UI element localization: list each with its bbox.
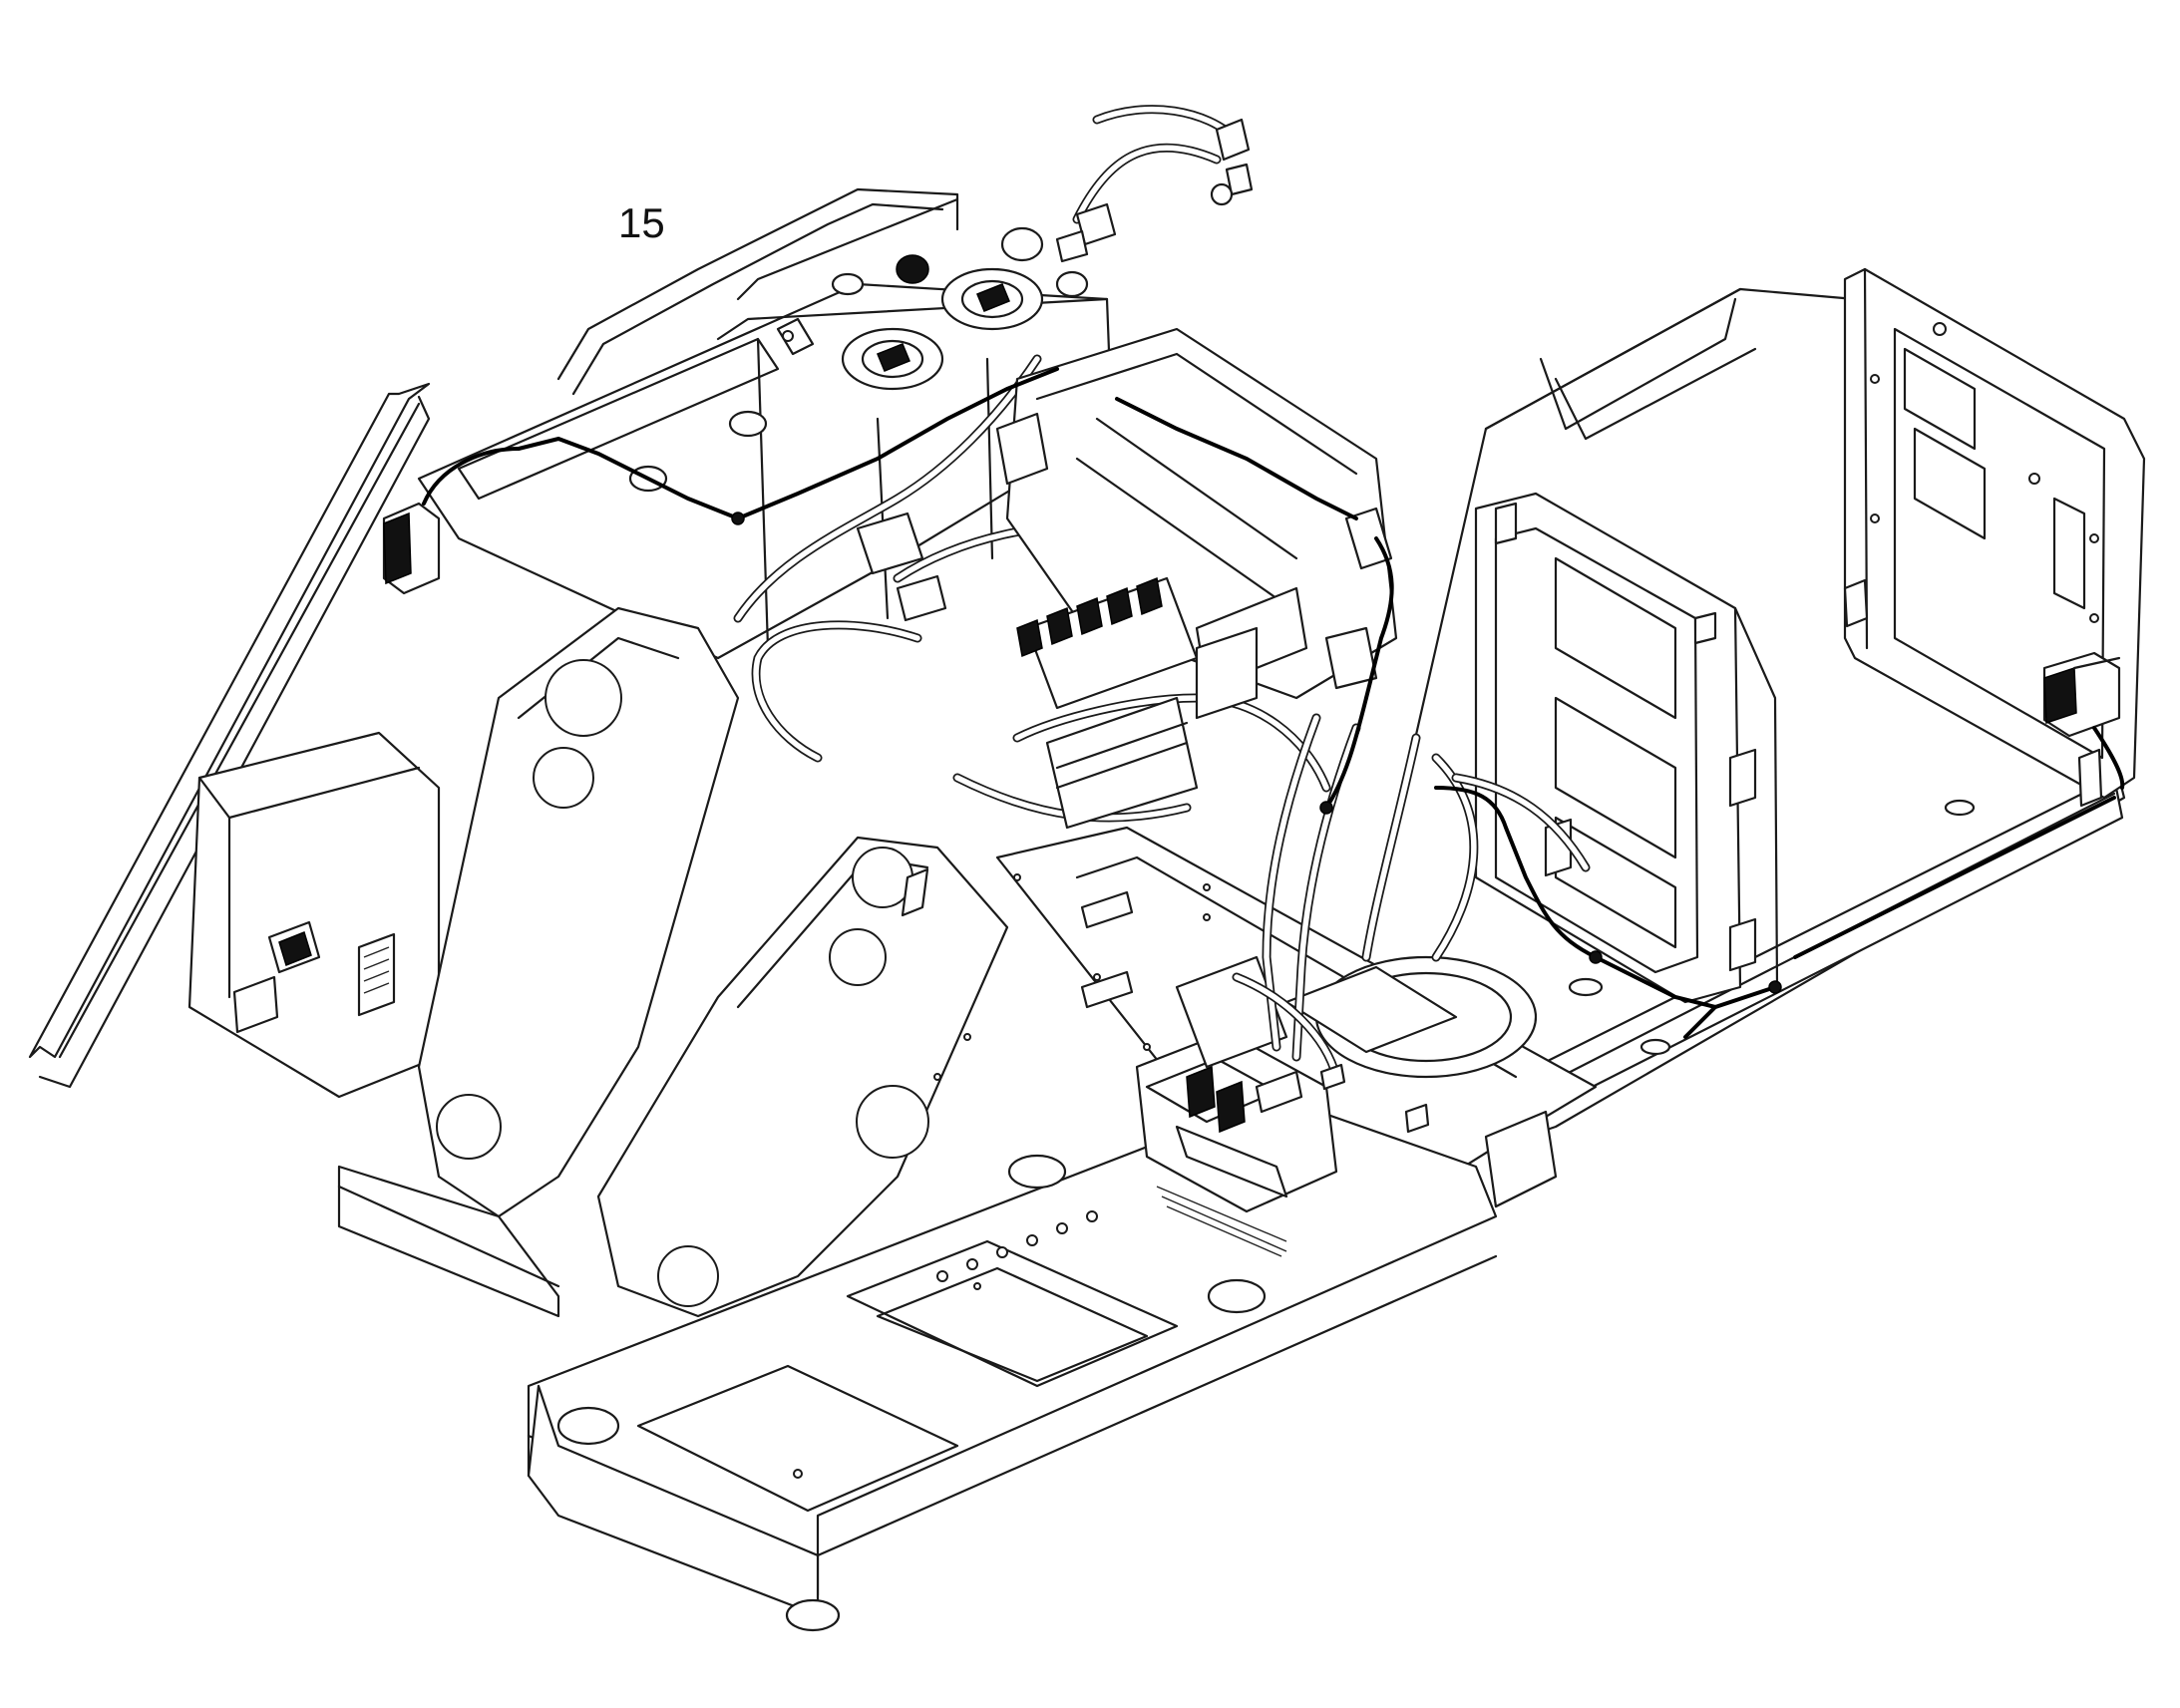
top-connector-harness: [1055, 118, 1254, 263]
boom-mount-brackets: [417, 606, 1009, 1318]
front-lower-deck: [527, 1095, 1498, 1632]
frame-base-edge: [337, 1110, 1558, 1318]
wiring-harness: [517, 367, 2116, 1039]
left-relay-box: [382, 447, 521, 595]
hydraulic-fuel-tanks: [417, 187, 1114, 660]
left-upright-guard: [28, 382, 431, 1089]
main-control-valve: [856, 327, 1398, 830]
cab-mount-frame: [1474, 492, 1779, 1004]
left-storage-box: [187, 731, 441, 1099]
callout-label: 15: [618, 199, 665, 246]
right-relay-box: [2042, 651, 2125, 790]
misc-brackets: [933, 578, 2103, 1134]
